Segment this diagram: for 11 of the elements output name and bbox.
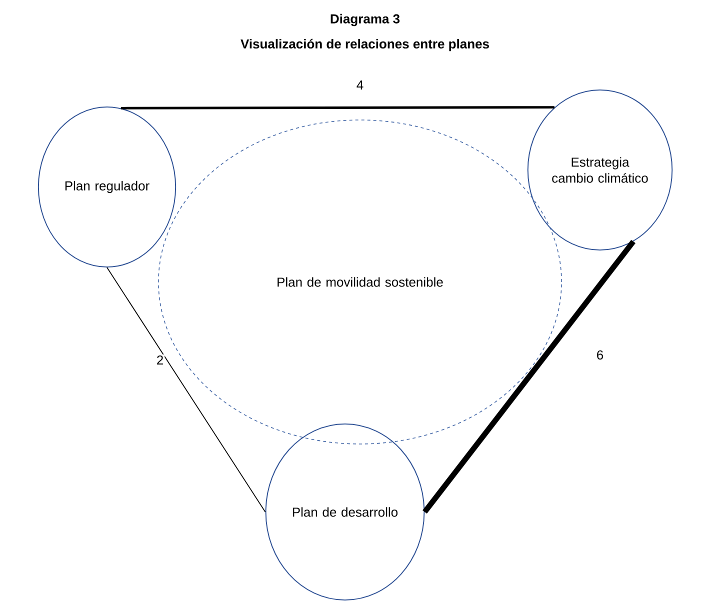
circle-node: Estrategia cambio climático xyxy=(527,90,673,250)
circle-node: Plan de desarrollo xyxy=(265,423,425,600)
subtitle: Visualización de relaciones entre planes xyxy=(240,38,489,52)
connector-line xyxy=(106,267,266,512)
edge-label: 6 xyxy=(595,349,605,361)
edge-label: 2 xyxy=(155,354,165,366)
circle-node: Plan regulador xyxy=(38,106,176,268)
edge-label: 4 xyxy=(355,80,365,90)
connector-line xyxy=(422,240,636,514)
title: Diagrama 3 xyxy=(330,14,400,26)
connector-line xyxy=(120,106,554,110)
